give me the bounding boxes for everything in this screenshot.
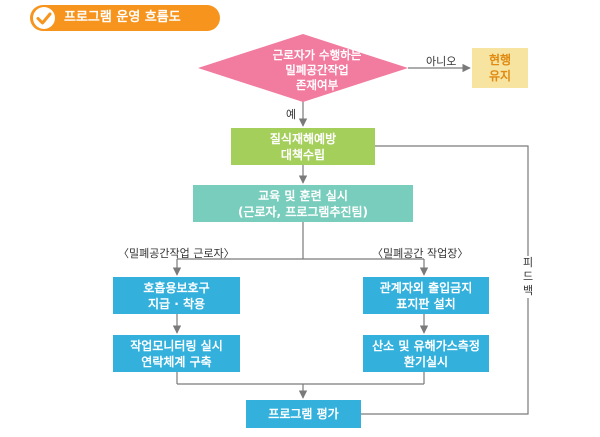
maintain-box: 현행 유지 [472, 48, 528, 88]
decision-text: 근로자가 수행하는 밀폐공간작업 존재여부 [222, 48, 412, 93]
feedback-char-1: 피 [522, 256, 534, 269]
feedback-char-2: 드 [522, 270, 534, 283]
monitoring-line-1: 작업모니터링 실시 [130, 338, 223, 353]
maintain-line-2: 유지 [488, 69, 512, 83]
yes-label: 예 [286, 108, 297, 121]
evaluation-box: 프로그램 평가 [246, 400, 361, 428]
no-entry-line-2: 표지판 설치 [396, 296, 456, 311]
no-entry-sign-box: 관계자외 출입금지 표지판 설치 [363, 277, 489, 314]
plan-box: 질식재해예방 대책수립 [231, 128, 375, 165]
respirator-box: 호흡용보호구 지급 · 착용 [113, 277, 240, 314]
monitoring-box: 작업모니터링 실시 연락체계 구축 [113, 335, 240, 372]
training-box: 교육 및 훈련 실시 (근로자, 프로그램추진팀) [193, 185, 413, 222]
left-branch-label: 〈밀폐공간작업 근로자〉 [118, 247, 235, 260]
respirator-line-1: 호흡용보호구 [143, 280, 210, 295]
gas-measurement-box: 산소 및 유해가스측정 환기실시 [363, 335, 489, 372]
feedback-label: 피 드 백 [521, 256, 535, 298]
training-line-1: 교육 및 훈련 실시 [258, 188, 348, 203]
maintain-line-1: 현행 [488, 53, 512, 67]
monitoring-line-2: 연락체계 구축 [141, 354, 212, 369]
decision-line-3: 존재여부 [295, 78, 339, 92]
training-line-2: (근로자, 프로그램추진팀) [237, 204, 369, 219]
plan-line-1: 질식재해예방 [269, 131, 337, 146]
respirator-line-2: 지급 · 착용 [147, 296, 206, 311]
right-branch-label: 〈밀폐공간 작업장〉 [372, 247, 469, 260]
decision-line-1: 근로자가 수행하는 [272, 48, 362, 62]
decision-diamond [198, 34, 408, 102]
title-banner: 프로그램 운영 흐름도 [30, 5, 220, 31]
no-entry-line-1: 관계자외 출입금지 [379, 280, 473, 295]
gas-line-1: 산소 및 유해가스측정 [372, 338, 480, 353]
decision-line-2: 밀폐공간작업 [285, 63, 349, 77]
plan-line-2: 대책수립 [280, 147, 326, 162]
page-title: 프로그램 운영 흐름도 [64, 10, 181, 25]
evaluation-label: 프로그램 평가 [268, 407, 339, 421]
gas-line-2: 환기실시 [403, 354, 449, 369]
feedback-char-3: 백 [522, 284, 534, 297]
no-label: 아니오 [426, 55, 457, 68]
checkmark-icon [33, 7, 55, 29]
